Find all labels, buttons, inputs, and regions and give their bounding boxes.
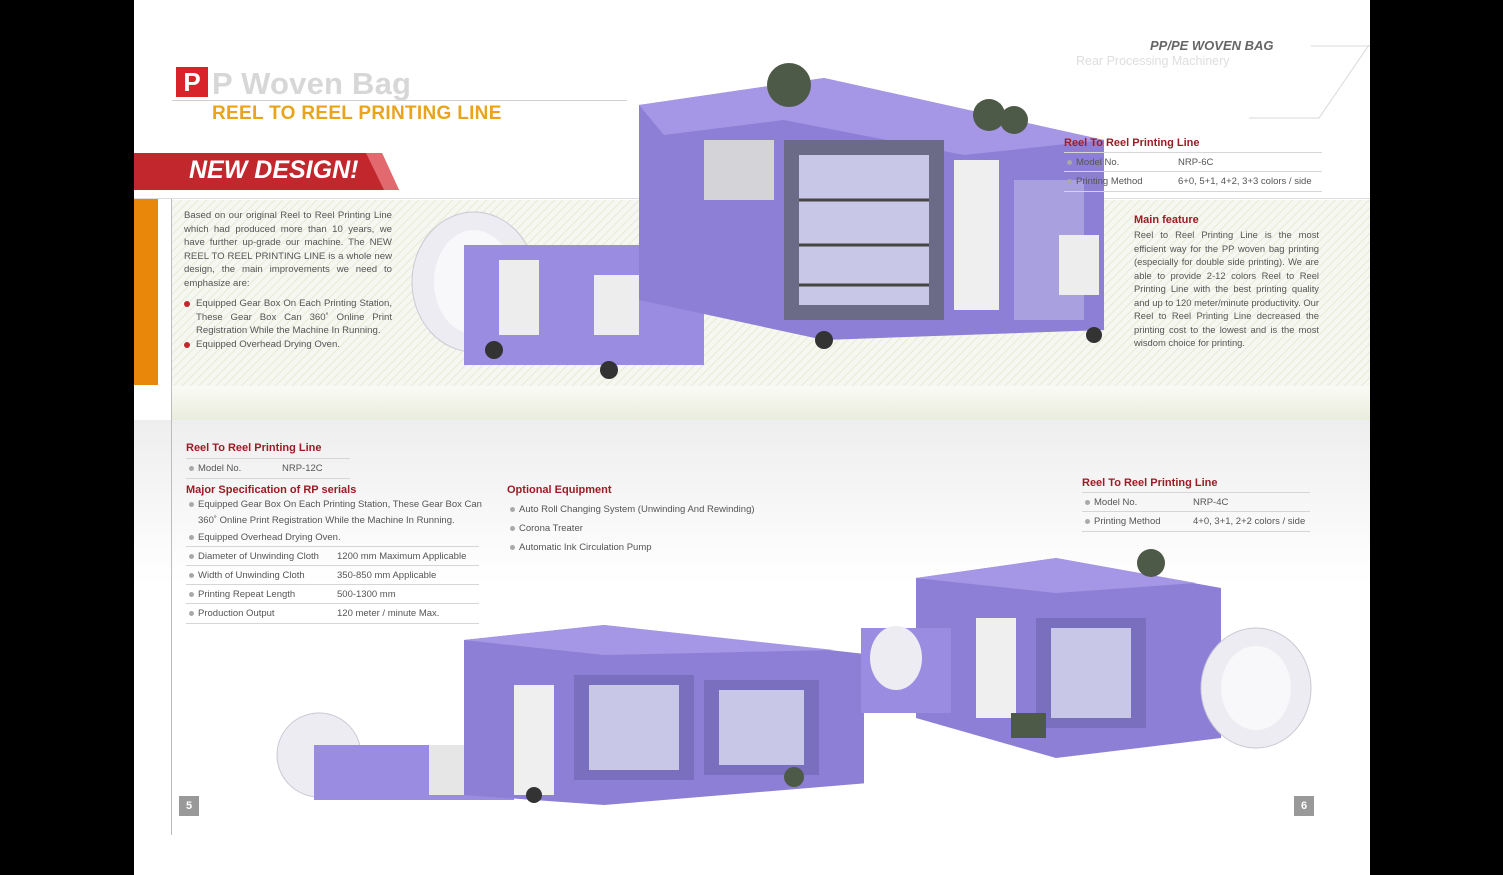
optional-item-text: Automatic Ink Circulation Pump bbox=[519, 542, 652, 553]
intro-bullets: Equipped Gear Box On Each Printing Stati… bbox=[184, 297, 392, 351]
machine-image-nrp-6c bbox=[411, 63, 1104, 379]
optional-item: Automatic Ink Circulation Pump bbox=[507, 538, 807, 557]
intro-bullet: Equipped Gear Box On Each Printing Stati… bbox=[184, 297, 392, 338]
major-spec-row: Width of Unwinding Cloth 350-850 mm Appl… bbox=[186, 565, 479, 585]
page-subtitle: REEL TO REEL PRINTING LINE bbox=[212, 103, 502, 124]
spec-value: NRP-4C bbox=[1193, 497, 1229, 508]
spec-label: Production Output bbox=[198, 608, 275, 619]
logo-letter-box: P bbox=[176, 67, 208, 97]
major-spec-title: Major Specification of RP serials bbox=[186, 484, 357, 496]
spec-value: 500-1300 mm bbox=[337, 589, 396, 600]
major-spec-bullet: Equipped Overhead Drying Oven. bbox=[186, 528, 486, 547]
page-number-left: 5 bbox=[179, 796, 199, 816]
spec-4c-title: Reel To Reel Printing Line bbox=[1082, 477, 1218, 489]
corner-lines bbox=[1249, 44, 1370, 119]
header-rule bbox=[172, 100, 627, 101]
optional-item: Corona Treater bbox=[507, 519, 807, 538]
major-spec-row: Diameter of Unwinding Cloth 1200 mm Maxi… bbox=[186, 546, 479, 566]
spec-6c-row: Model No. NRP-6C bbox=[1064, 152, 1322, 172]
spec-label: Model No. bbox=[1076, 157, 1120, 168]
page-title: P Woven Bag bbox=[212, 66, 412, 101]
major-spec-row: Printing Repeat Length 500-1300 mm bbox=[186, 584, 479, 604]
optional-item-text: Auto Roll Changing System (Unwinding And… bbox=[519, 504, 755, 515]
major-spec-bullet-cont: 360˚ Online Print Registration While the… bbox=[198, 515, 455, 526]
optional-equipment-title: Optional Equipment bbox=[507, 484, 612, 496]
main-feature-title: Main feature bbox=[1134, 214, 1199, 226]
spec-12c-title: Reel To Reel Printing Line bbox=[186, 442, 322, 454]
major-spec-bullet: Equipped Gear Box On Each Printing Stati… bbox=[186, 495, 486, 514]
main-feature-text: Reel to Reel Printing Line is the most e… bbox=[1134, 229, 1319, 348]
banner-text: NEW DESIGN! bbox=[189, 156, 359, 184]
spec-value: 6+0, 5+1, 4+2, 3+3 colors / side bbox=[1178, 176, 1312, 187]
spec-value: 120 meter / minute Max. bbox=[337, 608, 440, 619]
optional-item: Auto Roll Changing System (Unwinding And… bbox=[507, 500, 807, 519]
grey-band bbox=[134, 420, 1370, 585]
spec-label: Model No. bbox=[198, 463, 242, 474]
spec-label: Model No. bbox=[1094, 497, 1138, 508]
spec-6c-row: Printing Method 6+0, 5+1, 4+2, 3+3 color… bbox=[1064, 171, 1322, 192]
page-number-right: 6 bbox=[1294, 796, 1314, 816]
bullet-text: Equipped Overhead Drying Oven. bbox=[198, 532, 341, 543]
new-design-banner bbox=[134, 153, 399, 190]
intro-paragraph: Based on our original Reel to Reel Print… bbox=[184, 210, 392, 289]
brochure-spread: P P Woven Bag REEL TO REEL PRINTING LINE… bbox=[134, 0, 1370, 875]
spec-value: NRP-6C bbox=[1178, 157, 1214, 168]
spec-label: Printing Repeat Length bbox=[198, 589, 296, 600]
major-spec-row: Production Output 120 meter / minute Max… bbox=[186, 603, 479, 624]
spec-6c-title: Reel To Reel Printing Line bbox=[1064, 137, 1200, 149]
spec-label: Printing Method bbox=[1094, 516, 1161, 527]
spec-label: Diameter of Unwinding Cloth bbox=[198, 551, 319, 562]
spec-value: NRP-12C bbox=[282, 463, 323, 474]
left-margin-line bbox=[171, 199, 172, 835]
spec-value: 350-850 mm Applicable bbox=[337, 570, 437, 581]
category-title: PP/PE WOVEN BAG bbox=[1150, 38, 1274, 53]
orange-side-bar bbox=[134, 199, 158, 385]
fade-band bbox=[172, 386, 1370, 420]
bullet-text: Equipped Gear Box On Each Printing Stati… bbox=[198, 499, 482, 510]
spec-value: 1200 mm Maximum Applicable bbox=[337, 551, 467, 562]
machine-image-nrp-4c bbox=[861, 549, 1312, 758]
spec-4c-row: Printing Method 4+0, 3+1, 2+2 colors / s… bbox=[1082, 511, 1310, 532]
spec-label: Width of Unwinding Cloth bbox=[198, 570, 305, 581]
category-subtitle: Rear Processing Machinery bbox=[1076, 54, 1230, 68]
spec-12c-row: Model No. NRP-12C bbox=[186, 458, 350, 479]
intro-bullet: Equipped Overhead Drying Oven. bbox=[184, 338, 392, 352]
spec-4c-row: Model No. NRP-4C bbox=[1082, 492, 1310, 512]
machine-image-nrp-12c bbox=[276, 625, 864, 805]
spec-value: 4+0, 3+1, 2+2 colors / side bbox=[1193, 516, 1306, 527]
spec-label: Printing Method bbox=[1076, 176, 1143, 187]
optional-item-text: Corona Treater bbox=[519, 523, 583, 534]
